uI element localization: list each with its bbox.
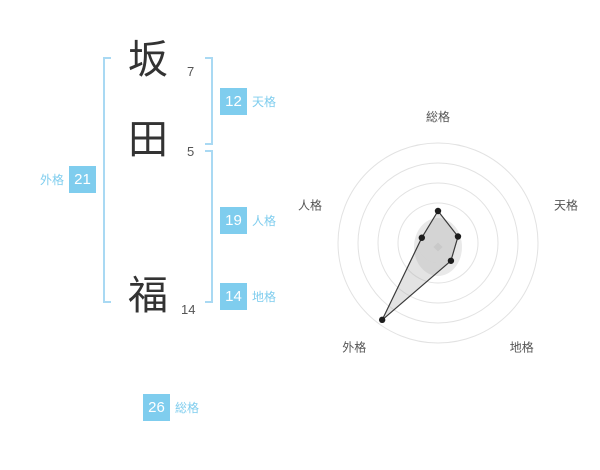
tenkaku-row: 12 天格 bbox=[220, 88, 276, 115]
radar-ring bbox=[377, 182, 499, 304]
radar-ring bbox=[357, 162, 519, 324]
gaikaku-bracket bbox=[103, 57, 111, 303]
soukaku-label: 総格 bbox=[175, 401, 200, 415]
radar-data-point bbox=[378, 316, 386, 324]
jinkaku-value: 19 bbox=[220, 207, 247, 234]
chikaku-value: 14 bbox=[220, 283, 247, 310]
radar-axis-label-3: 外格 bbox=[342, 340, 366, 355]
name-char-2: 田 bbox=[128, 117, 168, 162]
chikaku-label: 地格 bbox=[252, 290, 277, 304]
tenkaku-value: 12 bbox=[220, 88, 247, 115]
tenkaku-label: 天格 bbox=[252, 95, 277, 109]
gaikaku-label: 外格 bbox=[40, 173, 65, 187]
jinkaku-row: 19 人格 bbox=[220, 207, 276, 234]
chikaku-row: 14 地格 bbox=[220, 283, 276, 310]
radar-axis-label-2: 地格 bbox=[510, 340, 534, 355]
stroke-count-2: 5 bbox=[187, 144, 195, 159]
radar-axis-label-1: 天格 bbox=[554, 197, 578, 212]
stroke-count-1: 7 bbox=[187, 64, 195, 79]
radar-data-point bbox=[418, 234, 426, 241]
soukaku-row: 26 総格 bbox=[143, 394, 199, 421]
radar-series-polygon bbox=[381, 209, 459, 321]
name-char-1: 坂 bbox=[128, 37, 168, 82]
radar-ring bbox=[397, 202, 479, 284]
radar-ring bbox=[337, 142, 539, 344]
name-char-3: 福 bbox=[128, 273, 168, 318]
jinkaku-bracket bbox=[205, 150, 213, 303]
radar-data-point bbox=[454, 233, 462, 240]
gaikaku-row: 外格 21 bbox=[40, 166, 97, 193]
tenkaku-bracket bbox=[205, 57, 213, 145]
radar-axis-label-4: 人格 bbox=[298, 197, 322, 212]
gaikaku-value: 21 bbox=[69, 166, 97, 193]
jinkaku-label: 人格 bbox=[252, 214, 277, 228]
soukaku-value: 26 bbox=[143, 394, 170, 421]
radar-data-point bbox=[447, 257, 455, 264]
radar-axis-label-0: 総格 bbox=[426, 110, 450, 124]
radar-data-point bbox=[434, 207, 442, 215]
stroke-count-3: 14 bbox=[181, 302, 196, 317]
